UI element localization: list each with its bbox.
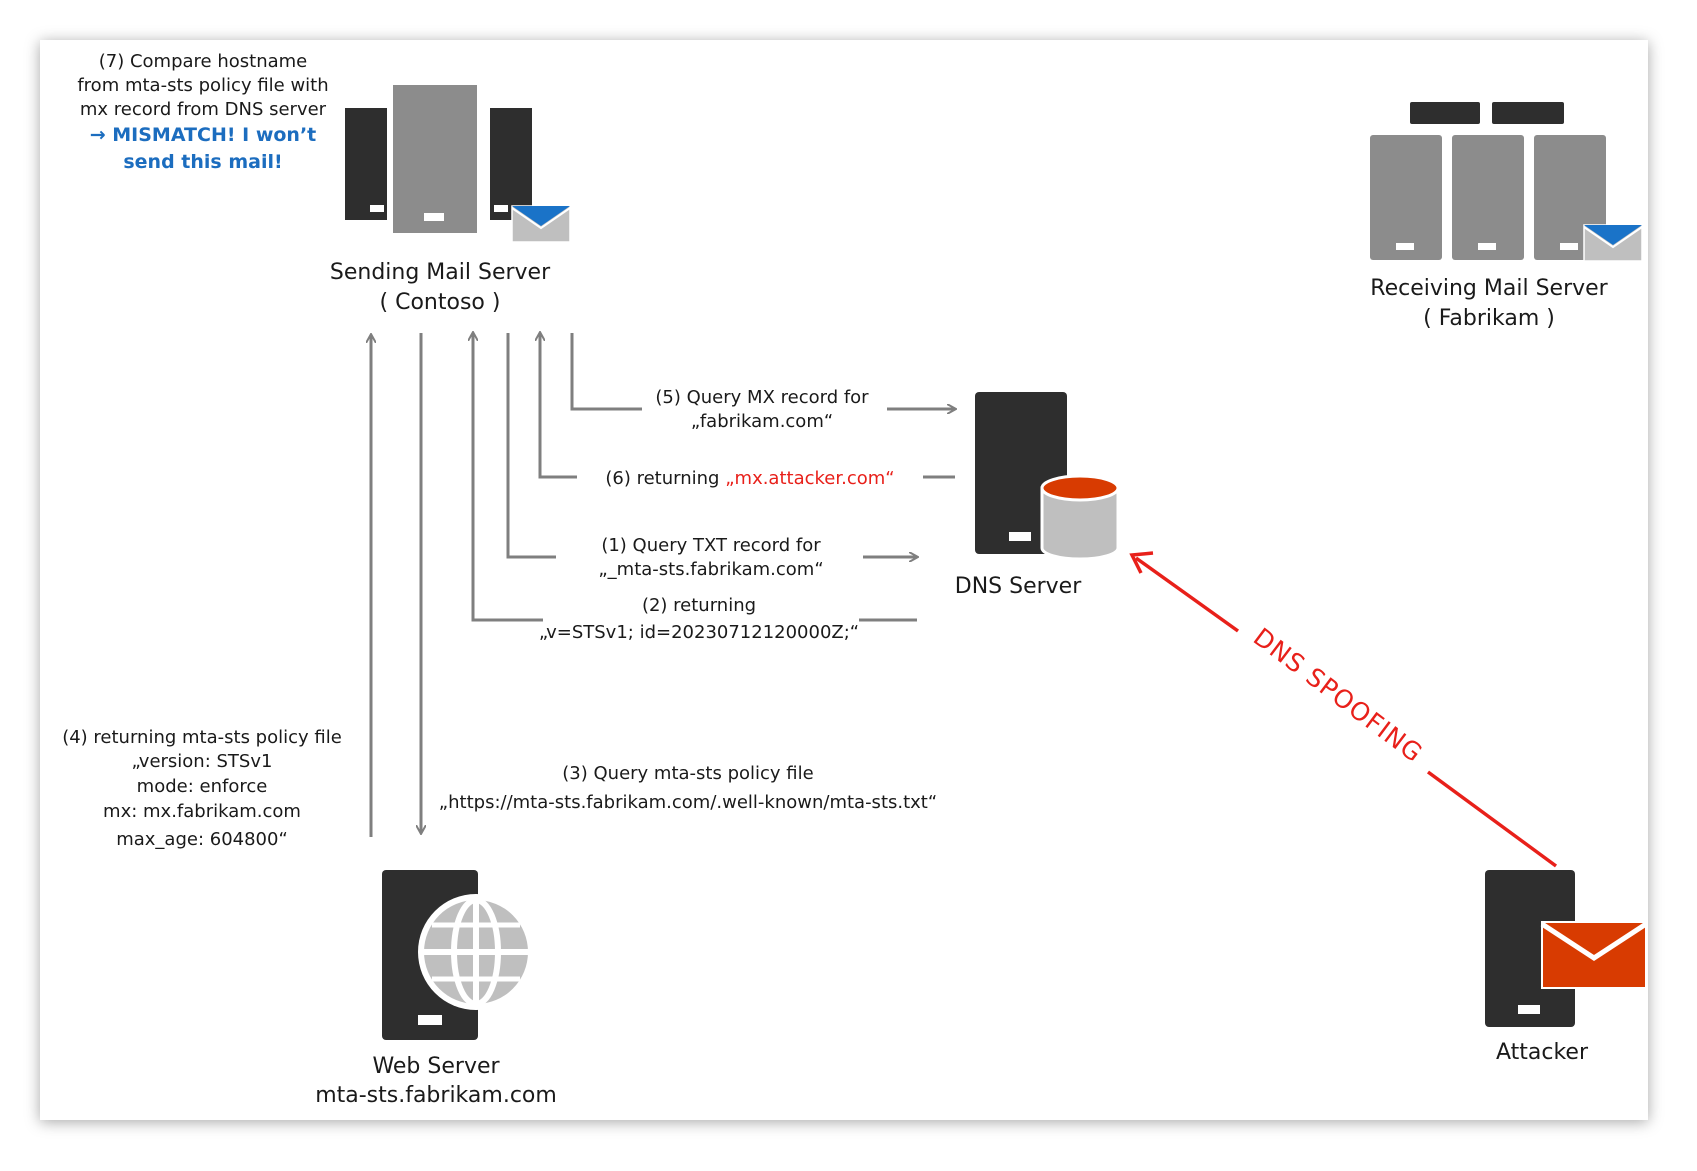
- arrow-2-return: [473, 333, 543, 622]
- web-server-label: Web Server: [372, 1054, 500, 1079]
- note7-line2: from mta-sts policy file with: [77, 75, 328, 96]
- msg4-line4: mx: mx.fabrikam.com: [103, 801, 301, 822]
- receiving-server-org: ( Fabrikam ): [1423, 306, 1555, 331]
- dns-server-label: DNS Server: [955, 574, 1082, 599]
- web-server: Web Server mta-sts.fabrikam.com: [315, 870, 557, 1108]
- dns-spoofing-attack: DNS SPOOFING: [1129, 551, 1558, 868]
- arrow-6-return: [540, 333, 577, 479]
- msg6-value: „mx.attacker.com“: [725, 468, 894, 489]
- spoof-arrow-lower: [1426, 770, 1558, 868]
- connectors: [371, 333, 955, 837]
- note7-alert-line2: send this mail!: [123, 151, 282, 173]
- msg5-line2: „fabrikam.com“: [691, 411, 833, 432]
- message-labels: (5) Query MX record for „fabrikam.com“ (…: [62, 387, 937, 850]
- note-7: (7) Compare hostname from mta-sts policy…: [77, 51, 328, 173]
- spoof-arrow-upper: [1134, 556, 1240, 633]
- arrow-1-query-txt: [506, 333, 556, 559]
- arrow-5-query-mx: [570, 333, 642, 411]
- server-icon: [1370, 102, 1606, 260]
- server-icon: [345, 83, 532, 235]
- dns-spoofing-label: DNS SPOOFING: [1248, 622, 1428, 768]
- sending-mail-server: Sending Mail Server ( Contoso ): [330, 83, 571, 315]
- spoof-arrow-head: [1129, 551, 1154, 574]
- database-icon: [1040, 474, 1120, 561]
- envelope-icon: [1583, 224, 1643, 262]
- receiving-server-label: Receiving Mail Server: [1370, 276, 1608, 301]
- sending-server-label: Sending Mail Server: [330, 260, 551, 285]
- msg4-line3: mode: enforce: [137, 776, 268, 797]
- msg6-text: (6) returning „mx.attacker.com“: [605, 468, 894, 489]
- sending-server-org: ( Contoso ): [380, 290, 501, 315]
- msg2-line1: (2) returning: [642, 595, 756, 616]
- web-server-host: mta-sts.fabrikam.com: [315, 1083, 557, 1108]
- attacker-label: Attacker: [1496, 1040, 1589, 1065]
- envelope-icon: [511, 205, 571, 243]
- dns-server: DNS Server: [955, 392, 1120, 599]
- receiving-mail-server: Receiving Mail Server ( Fabrikam ): [1370, 102, 1643, 331]
- envelope-icon: [1540, 921, 1648, 989]
- msg4-line2: „version: STSv1: [132, 751, 273, 772]
- note7-line3: mx record from DNS server: [80, 99, 327, 120]
- msg1-line2: „_mta-sts.fabrikam.com“: [598, 559, 823, 580]
- msg4-line1: (4) returning mta-sts policy file: [62, 727, 342, 748]
- msg3-line2: „https://mta-sts.fabrikam.com/.well-know…: [439, 792, 937, 813]
- msg6-prefix: (6) returning: [605, 468, 719, 489]
- msg5-line1: (5) Query MX record for: [655, 387, 869, 408]
- msg3-line1: (3) Query mta-sts policy file: [562, 763, 813, 784]
- note7-line1: (7) Compare hostname: [99, 51, 308, 72]
- attacker: Attacker: [1485, 870, 1648, 1065]
- msg4-line5: max_age: 604800“: [116, 829, 288, 850]
- note7-alert-line1: → MISMATCH! I won’t: [90, 124, 317, 146]
- msg1-line1: (1) Query TXT record for: [601, 535, 821, 556]
- globe-icon: [418, 894, 534, 1010]
- msg2-line2: „v=STSv1; id=20230712120000Z;“: [539, 622, 859, 643]
